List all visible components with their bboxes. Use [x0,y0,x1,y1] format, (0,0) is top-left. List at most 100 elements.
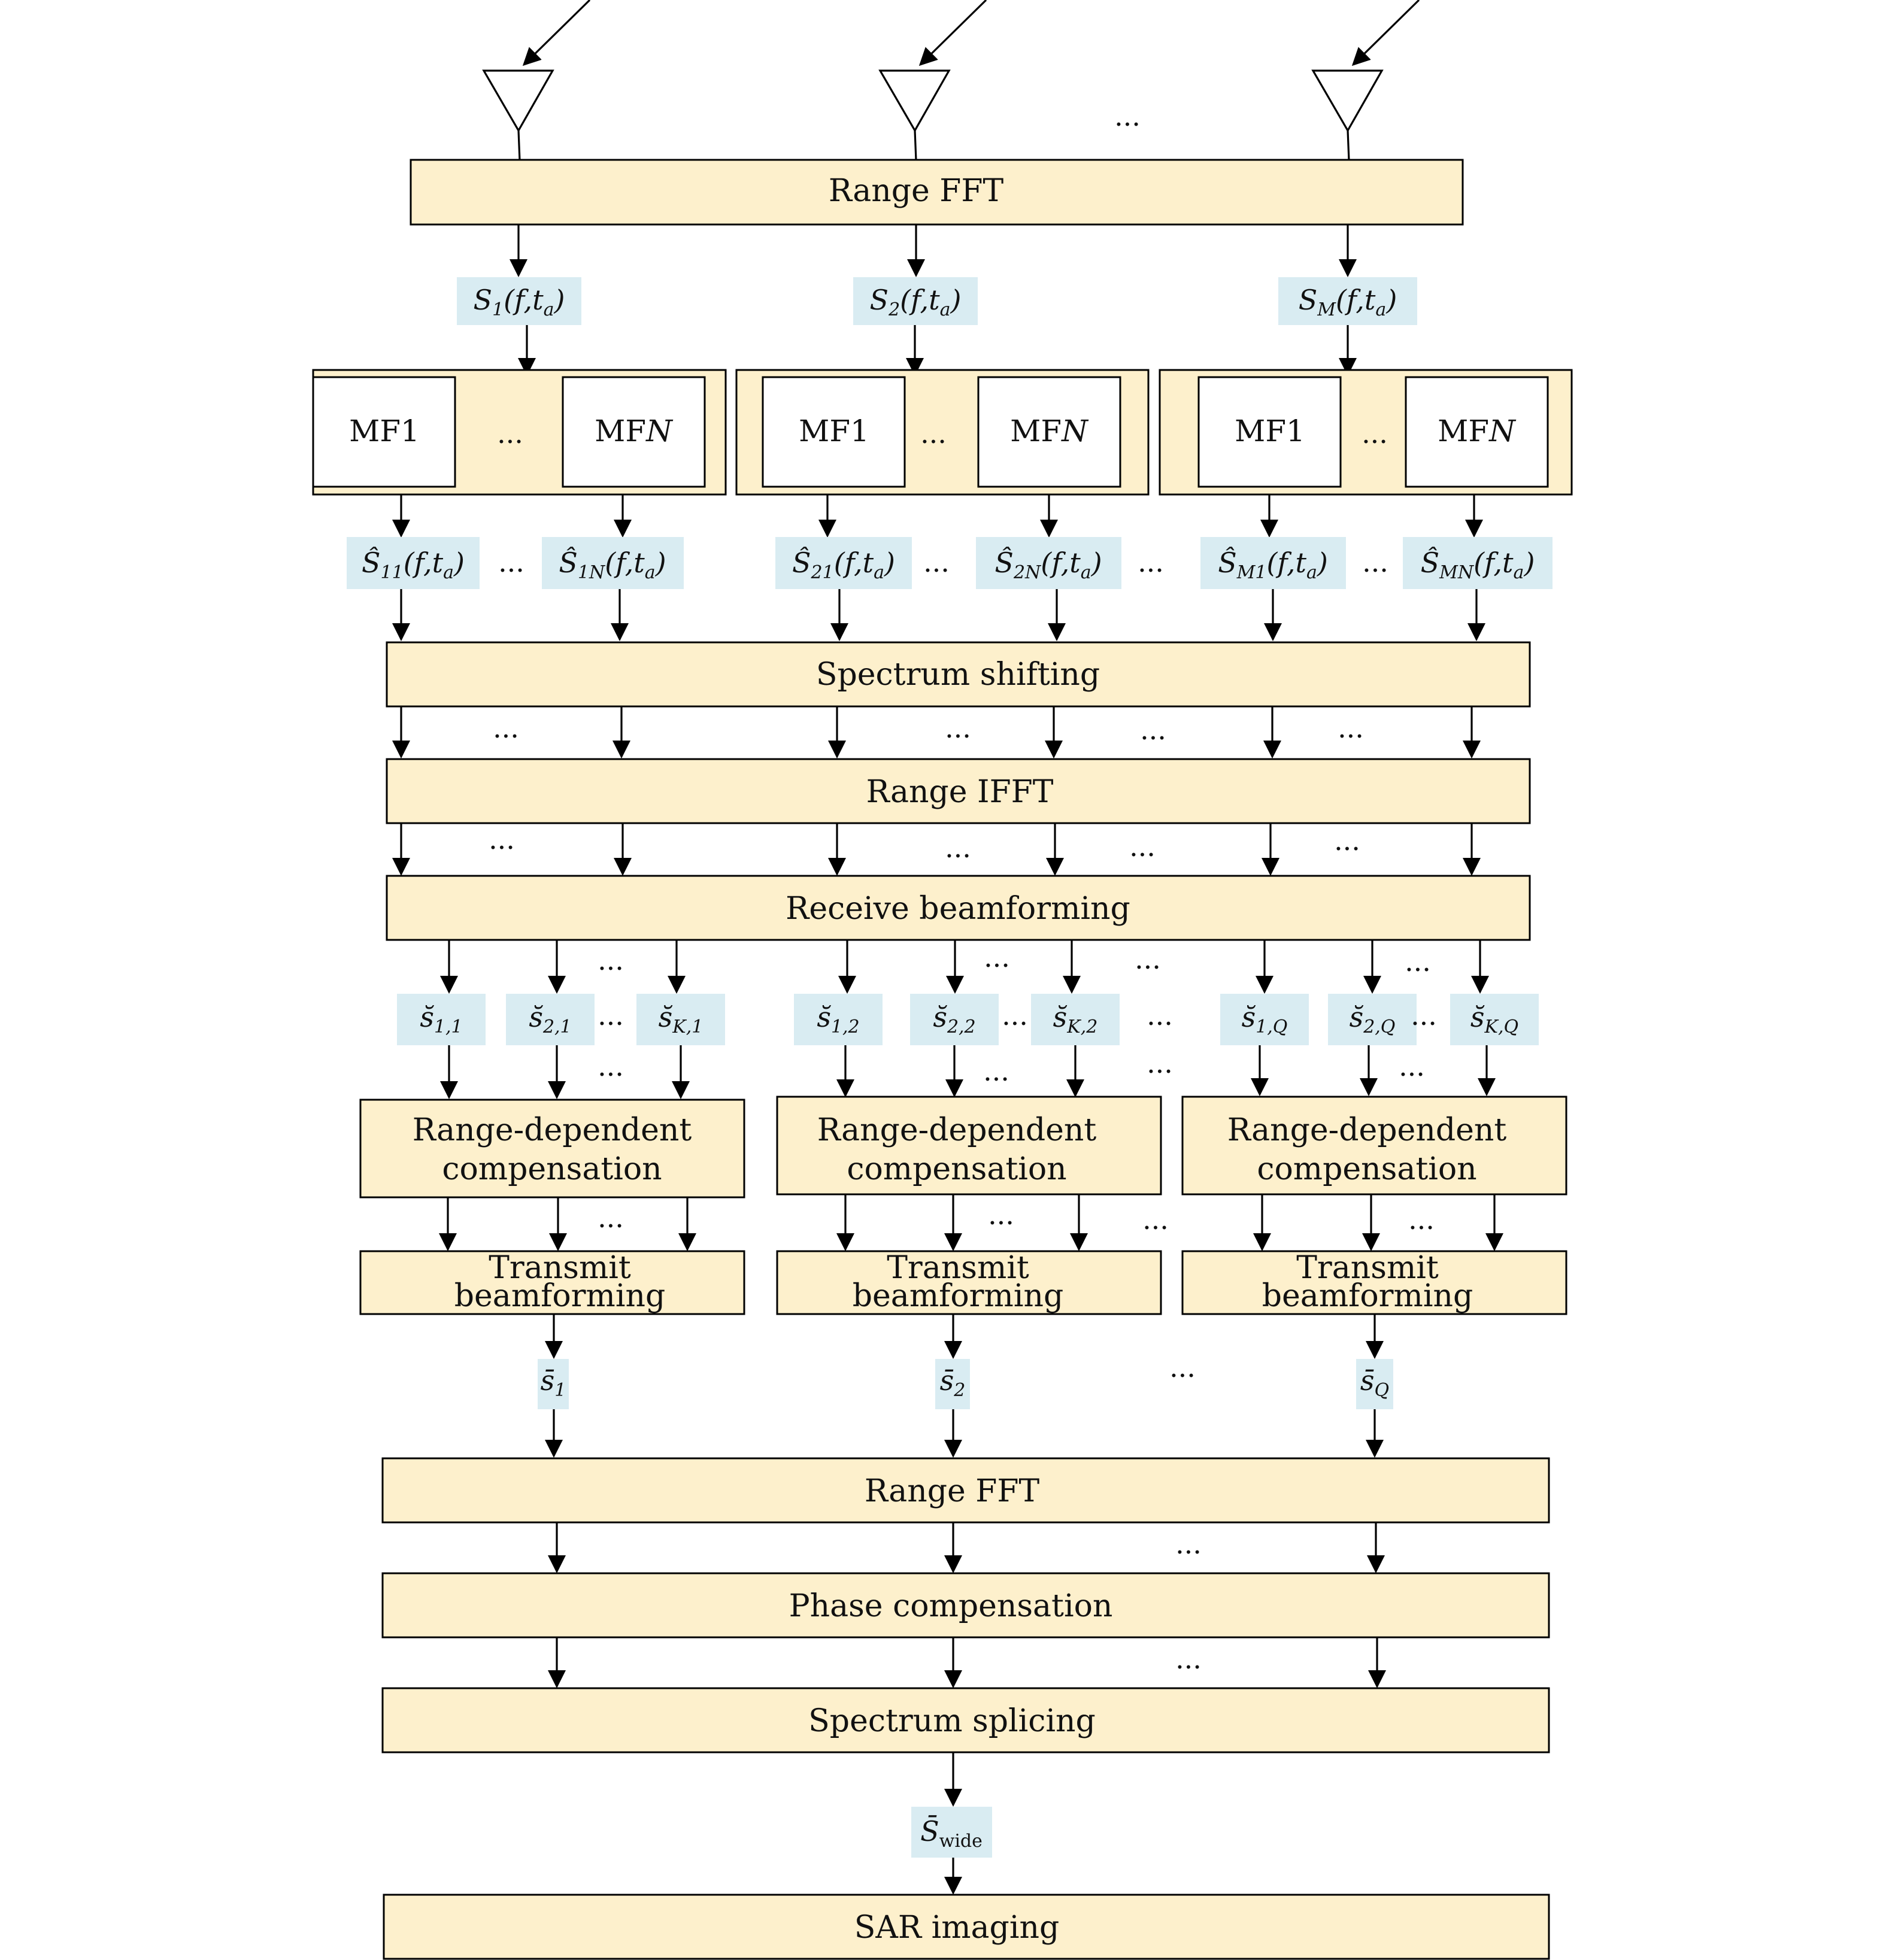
svg-text:s̆1,2: s̆1,2 [817,1001,859,1037]
svg-text:Range-dependent: Range-dependent [1227,1112,1507,1148]
svg-text:MFN: MFN [1438,414,1517,448]
range-fft-bottom-block [381,1457,1550,1524]
svg-text:Transmit: Transmit [1296,1250,1439,1286]
range-dependent-compensation-2: Range-dependent compensation [776,1096,1162,1196]
spectrum-shifting-block [386,641,1531,708]
spectrum-splicing-block [381,1687,1550,1753]
svg-text:Ŝ2N(f,ta): Ŝ2N(f,ta) [994,546,1102,583]
svg-text:...: ... [598,1050,624,1082]
svg-text:...: ... [1138,546,1164,578]
svg-text:compensation: compensation [1257,1151,1476,1187]
svg-text:...: ... [1147,999,1173,1031]
mf-group-2: MF1 ... MFN [735,369,1150,496]
range-fft-top-block [410,159,1464,226]
svg-text:Range-dependent: Range-dependent [413,1112,692,1148]
svg-text:s̆1,Q: s̆1,Q [1242,1001,1288,1037]
svg-text:...: ... [1362,417,1388,450]
svg-text:...: ... [1142,1203,1169,1236]
signal-sbar-2: s̄2 [935,1359,970,1409]
signal-s21: Ŝ21(f,ta) [775,537,912,589]
svg-text:Transmit: Transmit [887,1250,1029,1286]
spectrum-shifting-label: Spectrum shifting [816,657,1100,693]
antenna-ellipsis: ... [1114,100,1141,132]
svg-text:...: ... [497,417,523,450]
receive-beamforming-label: Receive beamforming [786,891,1130,927]
antenna-m [1311,0,1420,161]
svg-text:beamforming: beamforming [454,1278,666,1314]
svg-text:Ŝ1N(f,ta): Ŝ1N(f,ta) [559,546,666,583]
svg-text:...: ... [598,1202,624,1234]
svg-text:...: ... [923,546,950,578]
arrows-rdc-to-tb [439,1194,1503,1251]
range-ifft-block [386,758,1531,824]
svg-text:MF1: MF1 [799,414,869,448]
transmit-beamforming-2: Transmit beamforming [776,1250,1162,1315]
svg-text:...: ... [1140,714,1166,746]
svg-text:s̆2,1: s̆2,1 [529,1001,571,1037]
signal-s-1-2: s̆1,2 [794,994,883,1045]
svg-text:SM(f,ta): SM(f,ta) [1299,284,1397,320]
svg-text:...: ... [1175,1643,1202,1675]
svg-text:Transmit: Transmit [489,1250,631,1286]
signal-s-k-q: s̆K,Q [1450,994,1539,1045]
antenna-1 [482,0,591,161]
signal-sm1: ŜM1(f,ta) [1200,537,1346,589]
svg-text:...: ... [1147,1047,1173,1079]
svg-text:ŜMN(f,ta): ŜMN(f,ta) [1421,546,1535,583]
phase-compensation-block [381,1572,1550,1639]
svg-text:...: ... [1408,1203,1435,1236]
signal-sbar-1: s̄1 [538,1359,569,1409]
range-fft-top-label: Range FFT [829,173,1004,209]
svg-text:ŜM1(f,ta): ŜM1(f,ta) [1218,546,1328,583]
svg-text:s̆K,2: s̆K,2 [1053,1001,1098,1037]
range-fft-bottom-label: Range FFT [865,1473,1040,1509]
arrows-shift-to-ifft [392,706,1481,758]
svg-text:compensation: compensation [847,1151,1066,1187]
svg-text:...: ... [489,823,515,855]
signal-s-2-2: s̆2,2 [910,994,999,1045]
svg-text:...: ... [1175,1528,1202,1560]
sar-imaging-label: SAR imaging [854,1910,1060,1946]
svg-text:...: ... [598,944,624,976]
svg-text:S1(f,ta): S1(f,ta) [474,284,565,320]
phase-compensation-label: Phase compensation [789,1588,1113,1624]
arrows-beams-to-rdc [440,1045,1496,1099]
svg-text:...: ... [920,417,947,450]
svg-text:...: ... [1362,546,1388,578]
mf-group-1: MF1 ... MFN [312,369,727,496]
svg-text:...: ... [1405,945,1431,978]
signal-s-k-1: s̆K,1 [636,994,725,1045]
svg-text:MFN: MFN [595,414,674,448]
svg-text:s̄Q: s̄Q [1360,1364,1389,1401]
svg-text:...: ... [598,999,624,1031]
svg-text:...: ... [1334,824,1360,857]
signal-s-1-q: s̆1,Q [1220,994,1309,1045]
signal-s-2-q: s̆2,Q [1328,994,1417,1045]
svg-text:...: ... [988,1199,1014,1231]
signal-s-k-2: s̆K,2 [1031,994,1120,1045]
transmit-beamforming-q: Transmit beamforming [1181,1250,1567,1315]
svg-text:...: ... [983,1055,1009,1087]
signal-s1n: Ŝ1N(f,ta) [542,537,684,589]
signal-s11: Ŝ11(f,ta) [347,537,480,589]
signal-sbar-q: s̄Q [1356,1359,1393,1409]
mf-group-m: MF1 ... MFN [1159,369,1573,496]
signal-s2: S2(f,ta) [853,277,978,325]
svg-text:s̄2: s̄2 [940,1364,966,1401]
svg-text:Ŝ21(f,ta): Ŝ21(f,ta) [792,546,895,583]
signal-smn: ŜMN(f,ta) [1403,537,1553,589]
svg-text:...: ... [945,832,971,864]
svg-text:S̄wide: S̄wide [920,1815,983,1852]
svg-text:MFN: MFN [1010,414,1089,448]
svg-text:MF1: MF1 [349,414,420,448]
svg-text:beamforming: beamforming [853,1278,1064,1314]
transmit-beamforming-1: Transmit beamforming [359,1250,745,1315]
arrows-ifft-to-rbf [392,823,1481,876]
svg-text:beamforming: beamforming [1262,1278,1473,1314]
svg-text:...: ... [493,712,519,744]
arrows-rbf-to-beams [440,940,1489,994]
svg-text:compensation: compensation [442,1151,662,1187]
svg-text:s̆2,Q: s̆2,Q [1350,1001,1396,1037]
svg-text:s̆K,Q: s̆K,Q [1470,1001,1518,1037]
